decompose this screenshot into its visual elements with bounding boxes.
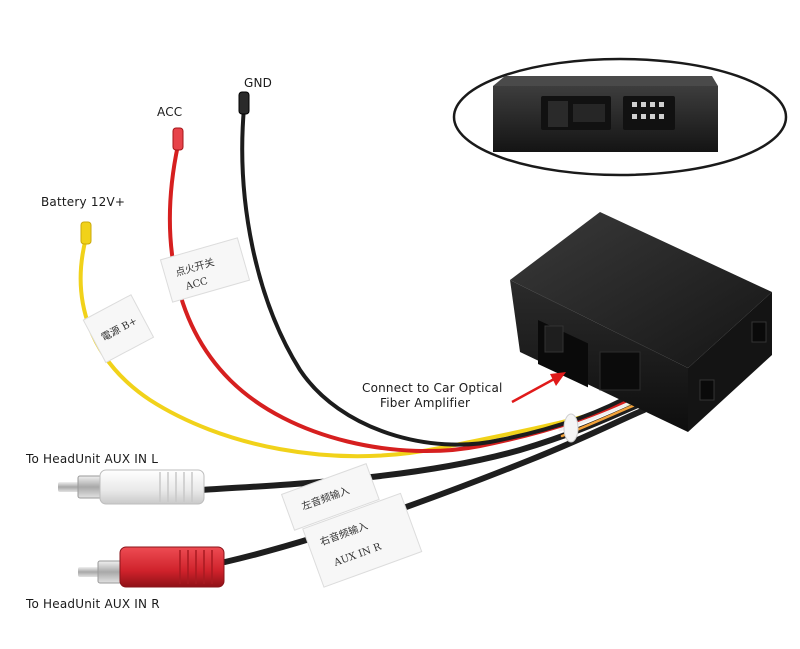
wire-tags: 電源 B+ 点火开关 ACC 左音频输入 右音频输入 AUX IN R: [82, 237, 579, 588]
connect-label-line2: Fiber Amplifier: [380, 396, 471, 410]
rca-left-white: [58, 469, 205, 505]
aux-r-tag: 右音频输入 AUX IN R: [302, 492, 423, 588]
zip-tie: [563, 413, 579, 443]
aux-in-r-label: To HeadUnit AUX IN R: [26, 597, 160, 611]
aux-in-l-label: To HeadUnit AUX IN L: [26, 452, 159, 466]
connect-fiber-label: Connect to Car Optical Fiber Amplifier: [362, 381, 503, 411]
connector-closeup-inset: [452, 57, 788, 177]
rca-right-red: [78, 546, 225, 588]
gnd-label: GND: [244, 76, 273, 90]
acc-tip: [172, 127, 184, 151]
aux-l-tag: 左音频输入: [280, 463, 380, 531]
battery-tip: [80, 221, 92, 245]
wire-tips: [80, 91, 250, 245]
connect-label-line1: Connect to Car Optical: [362, 381, 503, 395]
battery-tag: 電源 B+: [82, 294, 155, 364]
gnd-tip: [238, 91, 250, 115]
battery-label: Battery 12V+: [41, 195, 126, 209]
fiber-decoder-box: [510, 212, 772, 432]
power-wires: [78, 106, 647, 565]
aux-r-cable: [222, 407, 647, 565]
aux-l-cable: [197, 401, 643, 493]
acc-tag: 点火开关 ACC: [159, 237, 251, 303]
pointer-arrow: [511, 372, 566, 404]
acc-label: ACC: [157, 105, 183, 119]
